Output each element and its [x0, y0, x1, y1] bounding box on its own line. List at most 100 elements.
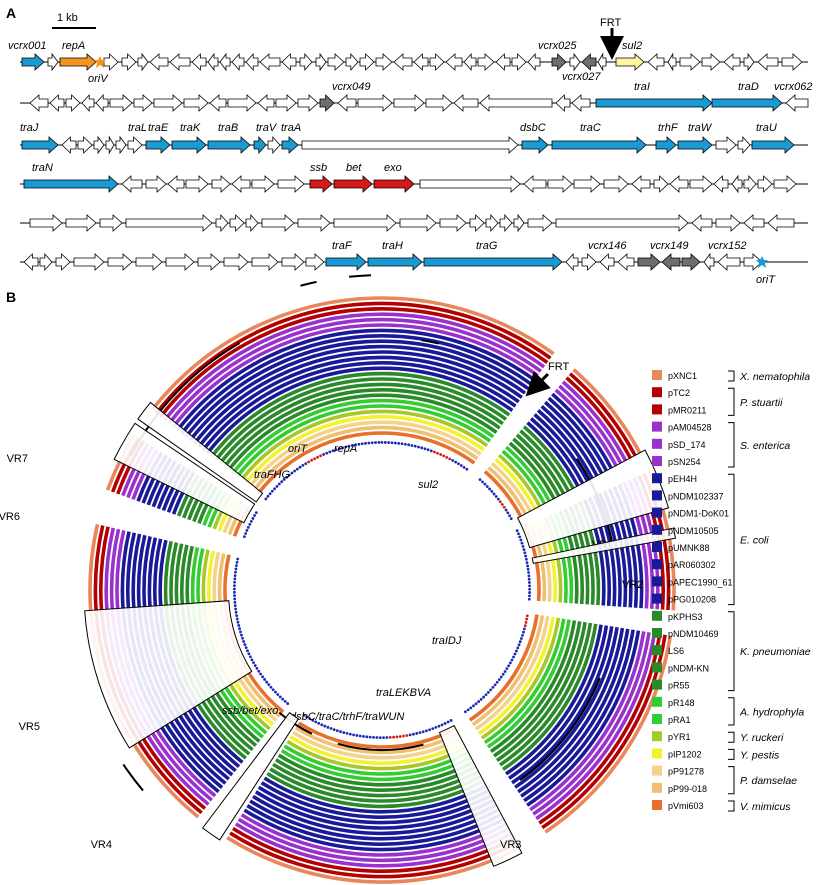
backbone-dot [233, 594, 236, 598]
gene-arrow [527, 52, 541, 72]
circular-map [88, 296, 676, 884]
gene-arrow [429, 53, 445, 71]
gene-arrow [477, 53, 495, 71]
backbone-dot [421, 730, 425, 734]
gene-arrow [73, 253, 105, 271]
gene-arrow [711, 94, 783, 112]
backbone-dot [319, 454, 322, 458]
backbone-dot [397, 441, 401, 445]
legend-entry: LS6 [668, 646, 684, 656]
gene-label: FRT [600, 17, 621, 29]
plasmid-ring-arc [540, 404, 599, 477]
gene-arrow [219, 52, 231, 72]
plasmid-ring-arc [227, 393, 383, 472]
gene-arrow [439, 214, 467, 232]
backbone-dot [524, 554, 528, 558]
gene-arrow [305, 253, 325, 271]
backbone-dot [235, 564, 238, 568]
backbone-dot [420, 446, 424, 450]
gene-arrow [103, 53, 119, 71]
backbone-dot [347, 444, 351, 448]
gene-arrow [39, 252, 53, 272]
backbone-dot [496, 497, 500, 501]
plasmid-ring-arc [277, 753, 475, 787]
backbone-dot [246, 649, 249, 653]
backbone-dot [261, 675, 264, 679]
backbone-dot [270, 489, 274, 493]
variable-region-box [84, 600, 253, 749]
plasmid-ring-arc [474, 615, 550, 731]
gene-arrow [785, 94, 809, 112]
backbone-dot [504, 508, 508, 512]
gene-map [20, 52, 809, 272]
gene-arrow [393, 53, 413, 71]
backbone-dot [517, 532, 520, 536]
gene-arrow [165, 253, 195, 271]
backbone-dot [233, 584, 236, 588]
species-label: Y. ruckeri [740, 732, 784, 744]
backbone-dot [510, 658, 514, 662]
gene-arrow [99, 214, 123, 232]
gene-arrow [661, 253, 681, 271]
backbone-dot [491, 686, 495, 689]
plasmid-ring-arc [381, 377, 508, 421]
gene-label: traH [382, 240, 403, 252]
gene-arrow [743, 253, 763, 271]
legend-swatch [652, 748, 662, 759]
gene-arrow [309, 175, 333, 193]
backbone-dot [293, 469, 297, 473]
plasmid-ring-arc [252, 425, 383, 492]
species-label: K. pneumoniae [740, 646, 811, 658]
backbone-dot [520, 541, 524, 545]
gene-label: vcrx149 [650, 240, 689, 252]
plasmid-ring-arc [237, 817, 510, 863]
gene-arrow [511, 53, 527, 71]
gene-arrow [109, 94, 133, 112]
frt-arrow [525, 371, 551, 397]
legend-swatch [652, 696, 662, 707]
backbone-dot [329, 727, 333, 730]
gene-arrow [55, 253, 71, 271]
gene-arrow [569, 52, 581, 72]
plasmid-ring-arc [536, 409, 594, 480]
legend-swatch [652, 628, 662, 638]
plasmid-ring-arc [381, 371, 511, 417]
backbone-dot [377, 441, 381, 444]
backbone-dot [235, 560, 239, 564]
plasmid-ring-arc [283, 744, 470, 776]
backbone-dot [405, 734, 409, 737]
backbone-dot [278, 695, 282, 699]
backbone-dot [235, 617, 239, 621]
backbone-dot [523, 551, 527, 555]
backbone-dot [234, 610, 238, 614]
legend-entry: pNDM1-DoK01 [668, 509, 729, 519]
gene-arrow [275, 94, 297, 112]
gene-label: vcrx049 [332, 81, 371, 93]
variable-region-box [137, 401, 264, 503]
species-bracket [728, 800, 735, 812]
plasmid-ring-arc [535, 632, 657, 821]
species-bracket [728, 611, 735, 692]
backbone-dot [493, 683, 497, 687]
backbone-dot [352, 733, 355, 737]
backbone-dot [388, 735, 392, 739]
variable-region-label: VR5 [19, 721, 40, 733]
backbone-dot [236, 557, 240, 561]
plasmid-ring-arc [511, 626, 614, 785]
gene-label: vcrx146 [588, 240, 627, 252]
backbone-dot [478, 478, 482, 482]
species-bracket [728, 422, 735, 468]
annotation-arc [519, 677, 601, 781]
backbone-dot [248, 655, 252, 659]
gene-arrow [245, 213, 259, 233]
plasmid-ring-arc [381, 307, 549, 364]
plasmid-ring-arc [529, 631, 646, 812]
legend-swatch [652, 524, 662, 535]
legend-swatch [652, 800, 662, 810]
plasmid-ring-arc [498, 622, 593, 767]
plasmid-ring-arc [517, 627, 625, 794]
plasmid-ring-arc [180, 334, 383, 435]
backbone-dot [313, 457, 316, 461]
plasmid-ring-arc [502, 623, 598, 771]
gene-label: oriV [88, 73, 109, 85]
